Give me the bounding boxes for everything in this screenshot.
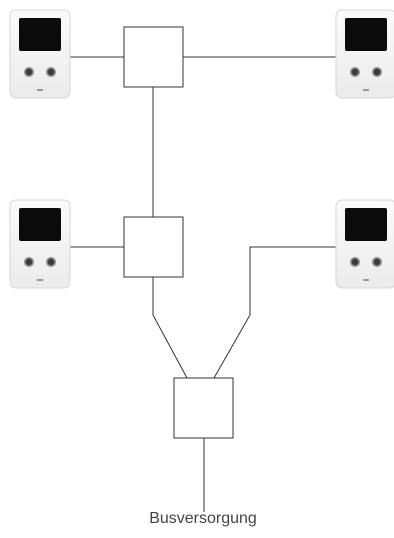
junction-box-middle <box>123 216 184 278</box>
junction-box-top <box>123 26 184 88</box>
indoor-station-middle-left-icon <box>9 199 71 289</box>
indoor-station-middle-right-icon <box>335 199 394 289</box>
wire-trunk-middle <box>152 277 188 379</box>
wire-device-middle-right <box>213 246 336 379</box>
indoor-station-top-right-icon <box>335 9 394 99</box>
bus-supply-label: Busversorgung <box>149 510 257 527</box>
junction-box-bottom <box>173 377 234 439</box>
indoor-station-top-left-icon <box>9 9 71 99</box>
